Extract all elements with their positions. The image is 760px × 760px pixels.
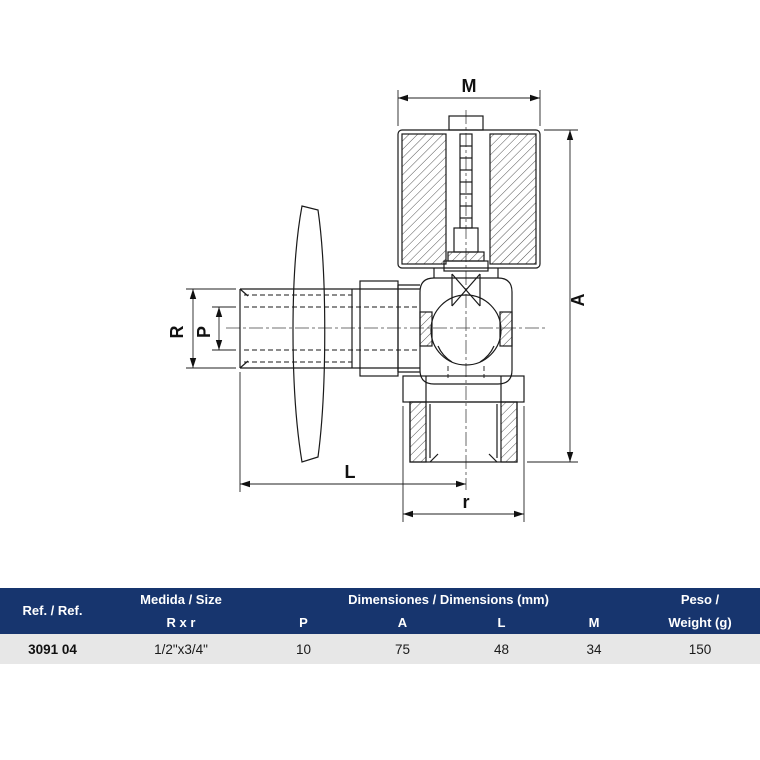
handle-blade-outline [292,205,326,463]
spec-table: Ref. / Ref. Medida / Size Dimensiones / … [0,588,760,664]
col-header-weight: Peso / [640,588,760,612]
col-subheader-a: A [350,612,455,634]
cell-m-value: 34 [548,634,640,664]
dim-label-L: L [345,462,356,482]
centerlines [226,110,546,490]
dim-label-r: r [462,492,469,512]
dim-label-R: R [167,326,187,339]
col-header-size: Medida / Size [105,588,257,612]
dim-label-A: A [568,294,588,307]
cell-size-value: 1/2"x3/4" [105,634,257,664]
dim-label-P: P [194,326,214,338]
valve-drawing-svg: M A R P L r [167,76,588,522]
col-subheader-l: L [455,612,548,634]
cell-weight-value: 150 [640,634,760,664]
col-subheader-rxr: R x r [105,612,257,634]
col-subheader-p: P [257,612,350,634]
col-header-ref: Ref. / Ref. [0,588,105,634]
cell-ref-value: 3091 04 [0,634,105,664]
valve-body-outline [239,115,541,463]
cell-l-value: 48 [455,634,548,664]
col-header-dimensions: Dimensiones / Dimensions (mm) [257,588,640,612]
col-subheader-m: M [548,612,640,634]
dimension-arrowheads [189,94,574,518]
technical-drawing: M A R P L r [167,76,588,522]
cell-p-value: 10 [257,634,350,664]
dimension-labels: M A R P L r [167,76,588,512]
dimension-lines [186,90,578,522]
cell-a-value: 75 [350,634,455,664]
dim-label-M: M [462,76,477,96]
col-subheader-weight-unit: Weight (g) [640,612,760,634]
